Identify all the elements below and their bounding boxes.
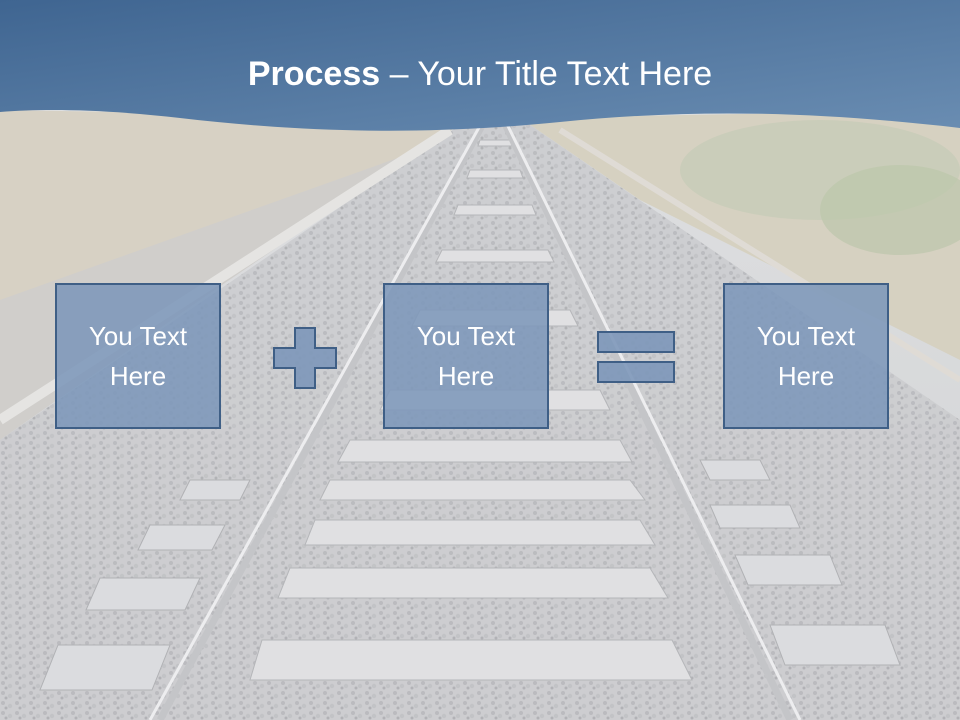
slide-title-rest: – Your Title Text Here: [380, 55, 713, 93]
process-box-1[interactable]: You Text Here: [55, 283, 221, 429]
process-box-3-text: You Text Here: [756, 321, 856, 391]
slide-title: Process – Your Title Text Here: [0, 52, 960, 96]
slide-title-bold: Process: [247, 55, 381, 93]
process-box-2-text: You Text Here: [416, 321, 516, 391]
process-box-3[interactable]: You Text Here: [723, 283, 889, 429]
process-box-2[interactable]: You Text Here: [383, 283, 549, 429]
plus-icon: [273, 327, 337, 389]
process-box-1-text: You Text Here: [88, 321, 188, 391]
header-banner: [0, 0, 960, 131]
equals-icon: [597, 331, 675, 383]
